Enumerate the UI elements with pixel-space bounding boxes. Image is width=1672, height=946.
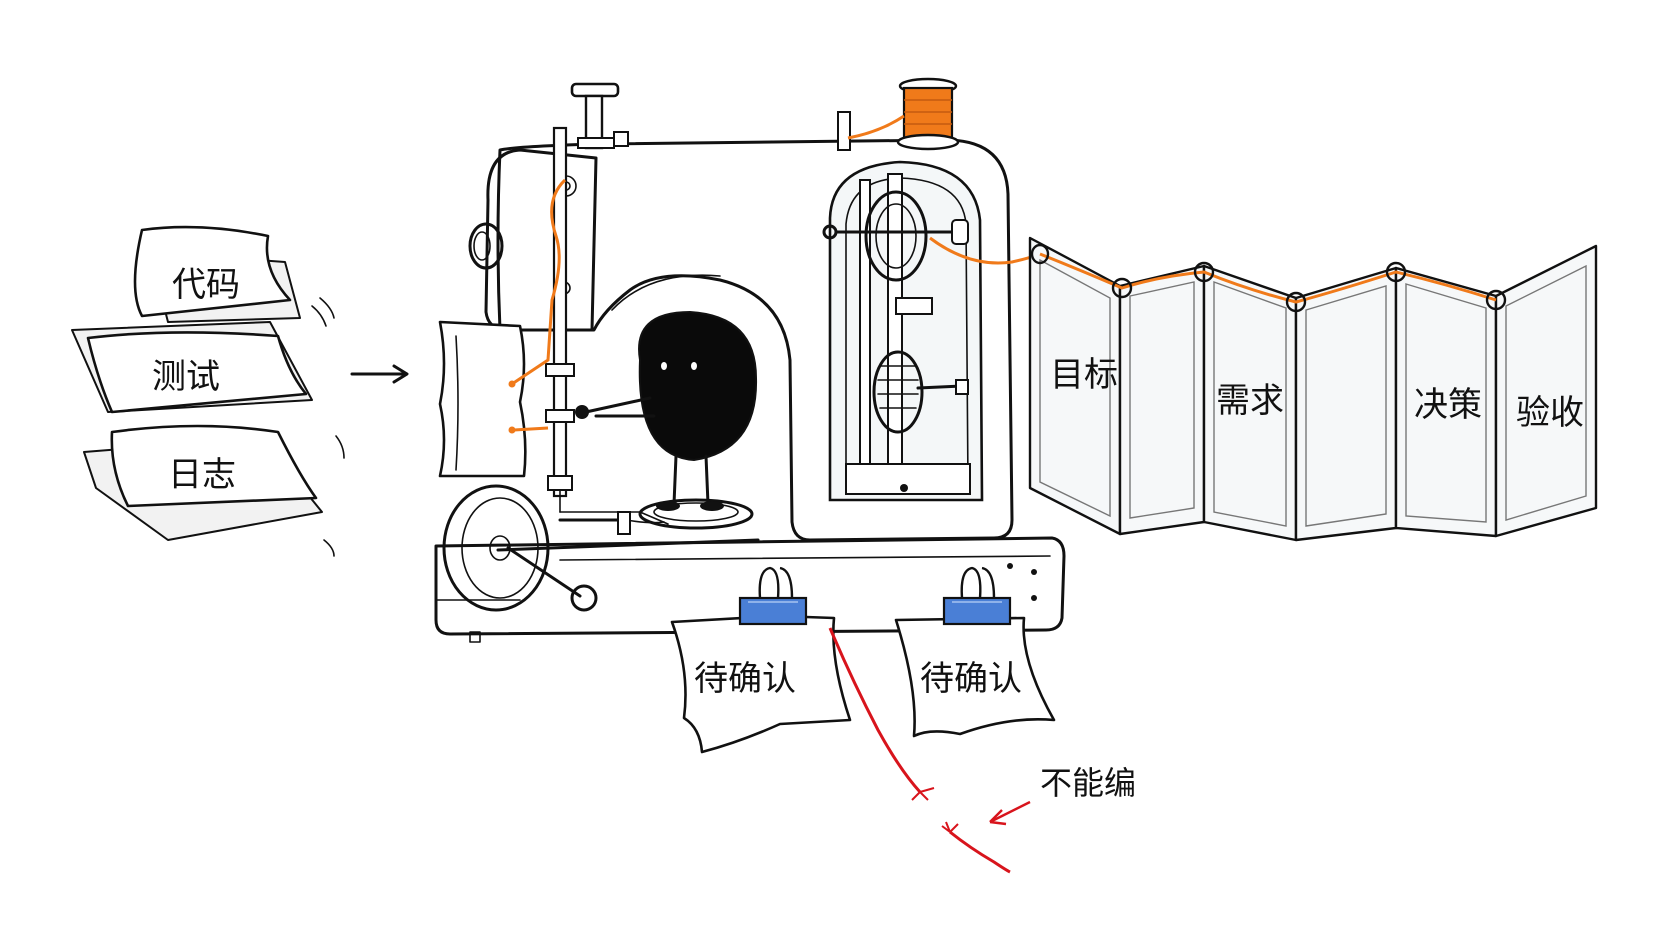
folding-screen: 目标 需求 决策 验收 xyxy=(1028,236,1598,542)
input-paper-log: 日志 xyxy=(83,424,323,541)
tag-label: 待确认 xyxy=(920,659,1022,699)
flywheel xyxy=(442,484,760,612)
machine-base xyxy=(434,536,1066,636)
fabric-sheet xyxy=(438,320,527,478)
operator-character xyxy=(575,310,758,511)
needle-thread xyxy=(508,178,567,434)
screen-panel-label: 决策 xyxy=(1414,385,1482,425)
screen-thread xyxy=(1039,252,1497,304)
screen-panel-label: 目标 xyxy=(1050,355,1118,395)
red-callout: 不能编 xyxy=(989,764,1136,826)
screen-panel-label: 需求 xyxy=(1216,381,1284,421)
input-paper-code: 代码 xyxy=(133,225,301,323)
sewing-machine xyxy=(434,77,1066,643)
thread-spool xyxy=(837,77,960,151)
screen-panel-label: 验收 xyxy=(1516,393,1584,433)
machine-arm xyxy=(496,138,1014,542)
broken-thread xyxy=(828,627,1011,874)
binder-clip-icon xyxy=(738,566,808,626)
callout-label: 不能编 xyxy=(1040,764,1136,802)
tag-label: 待确认 xyxy=(694,659,796,699)
input-paper-test: 测试 xyxy=(71,321,313,414)
needle-bar xyxy=(545,126,669,525)
clipped-tag-left: 待确认 xyxy=(670,566,852,754)
glass-case xyxy=(822,160,984,502)
feed-arrow xyxy=(350,364,409,384)
pedal-disc xyxy=(617,498,754,535)
input-paper-label: 测试 xyxy=(152,357,220,397)
binder-clip-icon xyxy=(942,566,1012,626)
input-paper-stack: 代码 测试 日志 xyxy=(71,225,345,557)
top-knob xyxy=(570,82,629,150)
input-paper-label: 代码 xyxy=(172,265,240,305)
clipped-tag-right: 待确认 xyxy=(894,566,1056,738)
motion-lines xyxy=(311,297,345,557)
input-paper-label: 日志 xyxy=(168,455,236,495)
